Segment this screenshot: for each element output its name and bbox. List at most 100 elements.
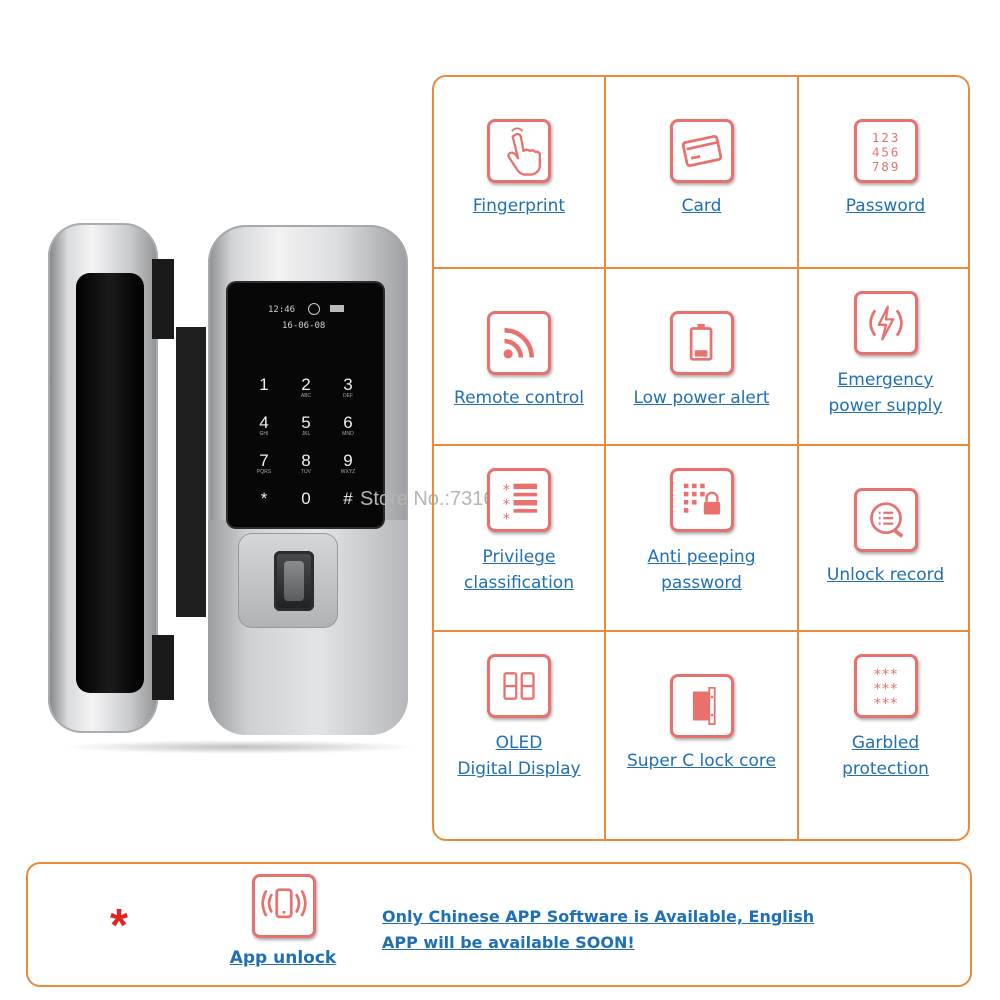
lock-left-body xyxy=(48,223,158,733)
feature-cell: Low power alert xyxy=(606,269,797,444)
feature-label: Garbled protection xyxy=(799,730,968,782)
feature-label: Password xyxy=(799,193,968,219)
feature-cell: Card xyxy=(606,77,797,267)
grid-divider xyxy=(434,444,968,446)
keypad-key-label: 6 xyxy=(343,413,353,432)
feature-label-line: protection xyxy=(842,759,929,779)
feature-label-line: Privilege xyxy=(482,547,556,567)
feature-label-line: Fingerprint xyxy=(472,196,566,216)
keypad-key-label: 9 xyxy=(343,451,353,470)
feature-label-line: Anti peeping xyxy=(647,547,756,567)
keypad-key[interactable]: # xyxy=(328,489,368,525)
app-availability-notice: Only Chinese APP Software is Available, … xyxy=(382,904,822,956)
feature-label-line: classification xyxy=(464,573,574,593)
feature-label: Unlock record xyxy=(799,562,968,588)
clock-icon xyxy=(308,303,320,315)
keypad-key-letters: ABC xyxy=(300,393,312,399)
grid-divider xyxy=(434,267,968,269)
keypad-key-label: 2 xyxy=(301,375,311,394)
lock-rail-middle xyxy=(176,327,206,617)
feature-label: Emergency power supply xyxy=(799,367,968,419)
feature-label-line: password xyxy=(661,573,742,593)
fingerprint-touch-icon xyxy=(487,119,551,183)
feature-label-line: Card xyxy=(681,196,722,216)
feature-label: Card xyxy=(606,193,797,219)
keypad-key-letters: WXYZ xyxy=(340,469,356,475)
keypad-key-label: 4 xyxy=(259,413,269,432)
feature-label-line: power supply xyxy=(828,396,943,416)
svg-text:***: *** xyxy=(874,696,898,712)
digital-display-icon xyxy=(487,654,551,718)
grid-divider xyxy=(434,630,968,632)
feature-cell: Unlock record xyxy=(799,446,968,630)
notice-line: APP will be available SOON! xyxy=(382,933,635,952)
keypad-key-label: * xyxy=(260,489,268,508)
fingerprint-sensor xyxy=(274,551,314,611)
svg-text:456: 456 xyxy=(872,144,900,159)
keypad-key[interactable]: 1 xyxy=(244,375,284,411)
battery-icon xyxy=(330,305,344,312)
feature-label: Fingerprint xyxy=(434,193,604,219)
svg-text:***: *** xyxy=(874,681,898,697)
grid-divider xyxy=(604,77,606,839)
keypad-key-label: 8 xyxy=(301,451,311,470)
keypad-key[interactable]: 0 xyxy=(286,489,326,525)
keypad-key-label: 0 xyxy=(301,489,311,508)
feature-label-line: Emergency xyxy=(837,370,934,390)
notice-line: Only Chinese APP Software is Available, … xyxy=(382,907,815,926)
lock-rail-top xyxy=(152,259,174,339)
feature-label-line: OLED xyxy=(495,733,543,753)
oled-date: 16-06-08 xyxy=(282,321,326,331)
phone-vibrate-icon xyxy=(252,874,316,938)
keypad-key-letters: JKL xyxy=(301,431,311,437)
oled-display: 12:46 16-06-08 xyxy=(238,289,373,339)
card-icon xyxy=(670,119,734,183)
app-unlock-label: App unlock xyxy=(229,948,337,968)
keypad-lock-icon xyxy=(670,468,734,532)
feature-cell: Fingerprint xyxy=(434,77,604,267)
asterisk-mark: * xyxy=(110,899,128,951)
feature-label-line: Low power alert xyxy=(633,388,770,408)
list-asterisk-icon: *** xyxy=(487,468,551,532)
lock-rail-bottom xyxy=(152,635,174,700)
keypad-key-letters: TUV xyxy=(301,469,311,475)
keypad-key-letters: MNO xyxy=(342,431,354,437)
feature-label: Privilege classification xyxy=(434,544,604,596)
garbled-asterisks-icon: ********* xyxy=(854,654,918,718)
feature-cell: Anti peeping password xyxy=(606,446,797,630)
feature-label: Remote control xyxy=(434,385,604,411)
app-unlock-banner: * App unlock Only Chinese APP Software i… xyxy=(26,862,972,987)
keypad-key[interactable]: * xyxy=(244,489,284,525)
keypad-key-letters: PQRS xyxy=(256,469,272,475)
keypad-key-label: 5 xyxy=(301,413,311,432)
low-battery-icon xyxy=(670,311,734,375)
keypad-key-label: # xyxy=(343,489,353,508)
record-list-icon xyxy=(854,488,918,552)
feature-label-line: Garbled xyxy=(851,733,920,753)
lightning-icon xyxy=(854,291,918,355)
svg-text:*: * xyxy=(503,512,510,528)
feature-label: Super C lock core xyxy=(606,748,797,774)
svg-text:789: 789 xyxy=(872,159,900,174)
feature-label: Anti peeping password xyxy=(606,544,797,596)
svg-text:*: * xyxy=(503,483,510,499)
feature-cell: Emergency power supply xyxy=(799,269,968,444)
keypad-key-letters: GHI xyxy=(259,431,269,437)
keypad-key-label: 3 xyxy=(343,375,353,394)
